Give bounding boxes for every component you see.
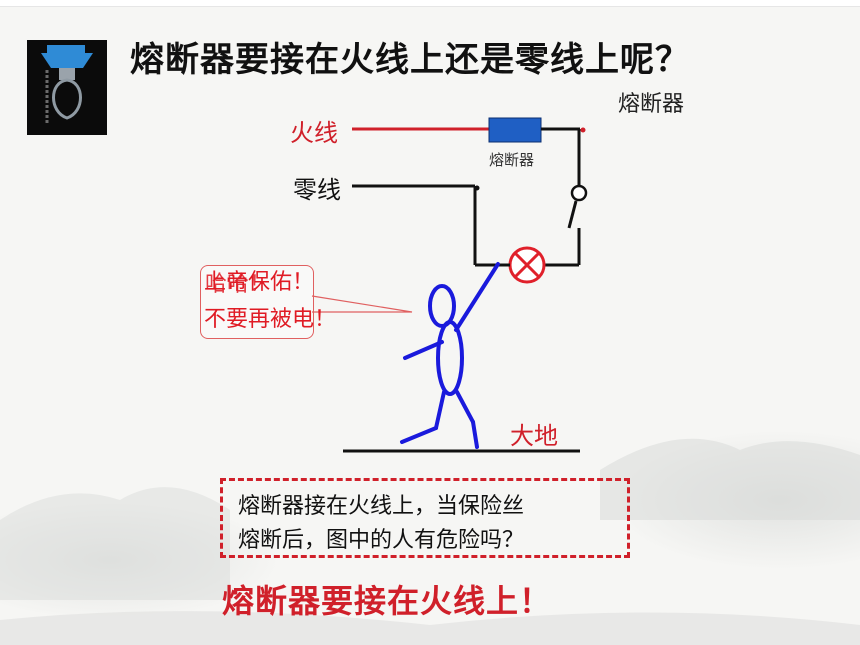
- live-wire-label: 火线: [290, 119, 338, 147]
- neutral-wire-label: 零线: [293, 176, 341, 204]
- answer-text: 熔断器要接在火线上！: [222, 582, 553, 620]
- question-line-2: 熔断后，图中的人有危险吗？: [238, 528, 525, 553]
- question-box: [220, 478, 630, 558]
- fuse-symbol: [488, 117, 542, 143]
- speech-line-3: 不要再被电！: [204, 307, 337, 332]
- switch-symbol-icon: [570, 184, 588, 202]
- page-title: 熔断器要接在火线上还是零线上呢？: [130, 40, 690, 80]
- fuse-label-top: 熔断器: [618, 92, 685, 117]
- fuse-label: 熔断器: [489, 151, 535, 169]
- speech-line-2: 哈哈！: [205, 272, 272, 297]
- light-bulb-icon: [27, 40, 107, 135]
- ground-label: 大地: [510, 422, 558, 450]
- stick-person: [400, 262, 500, 449]
- top-border: [0, 0, 860, 7]
- speech-bubble: [200, 265, 314, 339]
- question-line-1: 熔断器接在火线上，当保险丝: [238, 494, 525, 519]
- speech-line-1: 上帝保佑！: [204, 270, 315, 295]
